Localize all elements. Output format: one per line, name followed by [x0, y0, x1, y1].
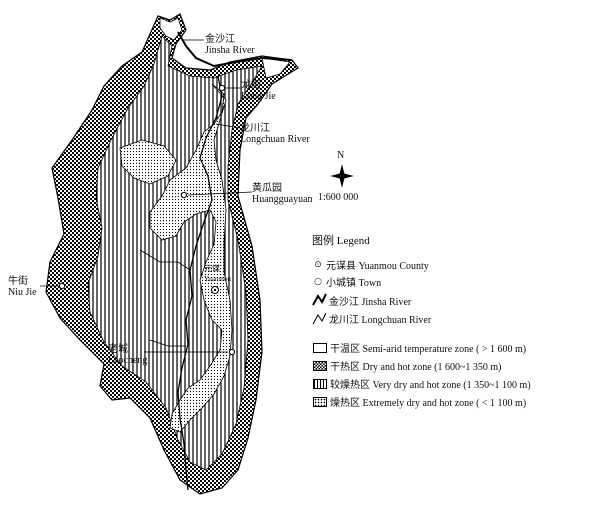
leader-line	[215, 123, 241, 129]
semi-arid-swatch-icon	[313, 342, 327, 353]
label-long-jie-en: Long Jie	[241, 91, 276, 102]
label-longchuan-river-en: Longchuan River	[240, 134, 310, 145]
legend-title: 图例 Legend	[312, 235, 370, 247]
label-jinsha-river-en: Jinsha River	[205, 45, 255, 56]
legend-town-label: 小城镇 Town	[326, 278, 382, 289]
tributary	[139, 249, 191, 271]
legend-semi-arid-label: 干温区 Semi-arid temperature zone ( > 1 600…	[330, 344, 527, 355]
label-laocheng-en: Laocheng	[108, 355, 148, 366]
label-huangguayuan: 黄瓜园 Huangguayuan	[252, 183, 313, 205]
label-huangguayuan-en: Huangguayuan	[252, 194, 313, 205]
semi-arid-zone-east	[261, 57, 291, 79]
label-niu-jie: 牛街 Niu Jie	[8, 276, 37, 298]
legend-very-dry-label: 较燥热区 Very dry and hot zone (1 350~1 100 …	[330, 380, 531, 391]
extremely-dry-hot-zone	[149, 83, 233, 433]
extremely-dry-hot-zone-west	[119, 139, 177, 185]
longchuan-river-legend-icon	[312, 312, 327, 325]
legend-semi-arid: 干温区 Semi-arid temperature zone ( > 1 600…	[313, 340, 526, 355]
tributary	[149, 339, 186, 347]
legend-jinsha: 金沙江 Jinsha River	[329, 293, 411, 308]
legend-county-label: 元谋县 Yuanmou County	[326, 261, 429, 272]
label-yuanmou-center-en: Yuanmou	[204, 275, 231, 283]
label-huangguayuan-cn: 黄瓜园	[252, 183, 282, 194]
legend-longchuan: 龙川江 Longchuan River	[329, 311, 431, 326]
jinsha-river	[177, 31, 293, 68]
legend-dry-hot-label: 干热区 Dry and hot zone (1 600~1 350 m)	[330, 362, 502, 373]
jinsha-river-legend-icon	[312, 293, 327, 306]
legend-town: ○ 小城镇 Town	[313, 274, 382, 290]
town-marker-huangguayuan	[180, 191, 188, 199]
town-marker-laocheng	[228, 348, 236, 356]
legend-dry-hot: 干热区 Dry and hot zone (1 600~1 350 m)	[313, 358, 502, 373]
legend-very-dry: 较燥热区 Very dry and hot zone (1 350~1 100 …	[313, 376, 531, 391]
legend-county: ⊙ 元谋县 Yuanmou County	[313, 257, 429, 273]
label-laocheng-cn: 老城	[108, 344, 128, 355]
label-long-jie-cn: 龙街	[241, 80, 261, 91]
dry-hot-swatch-icon	[313, 360, 327, 371]
town-icon: ○	[314, 276, 322, 287]
label-long-jie: 龙街 Long Jie	[241, 80, 276, 102]
very-dry-swatch-icon	[313, 378, 327, 389]
label-niu-jie-cn: 牛街	[8, 276, 28, 287]
label-niu-jie-en: Niu Jie	[8, 287, 37, 298]
town-marker-long-jie	[218, 84, 226, 92]
legend-extremely-dry-label: 燥热区 Extremely dry and hot zone ( < 1 100…	[330, 398, 527, 409]
label-yuanmou-center-cn: 元谋	[204, 264, 220, 273]
legend-jinsha-label: 金沙江 Jinsha River	[329, 297, 412, 308]
label-longchuan-river-cn: 龙川江	[240, 123, 270, 134]
county-seat-icon: ⊙	[314, 259, 322, 270]
town-marker-niu-jie	[58, 282, 66, 290]
county-marker-yuanmou-dot	[213, 288, 217, 292]
label-laocheng: 老城 Laocheng	[108, 344, 147, 366]
scale-label: 1:600 000	[318, 192, 359, 203]
north-arrow-icon	[330, 164, 354, 188]
legend-extremely-dry: 燥热区 Extremely dry and hot zone ( < 1 100…	[313, 394, 526, 409]
semi-arid-zone-north	[159, 17, 183, 41]
label-jinsha-river: 金沙江 Jinsha River	[205, 34, 255, 56]
compass-north-label: N	[337, 150, 345, 161]
legend-longchuan-label: 龙川江 Longchuan River	[329, 315, 432, 326]
label-yuanmou-center: 元谋 Yuanmou	[204, 263, 231, 285]
label-jinsha-river-cn: 金沙江	[205, 34, 235, 45]
label-longchuan-river: 龙川江 Longchuan River	[240, 123, 310, 145]
leader-line	[187, 191, 253, 196]
extremely-dry-swatch-icon	[313, 396, 327, 407]
